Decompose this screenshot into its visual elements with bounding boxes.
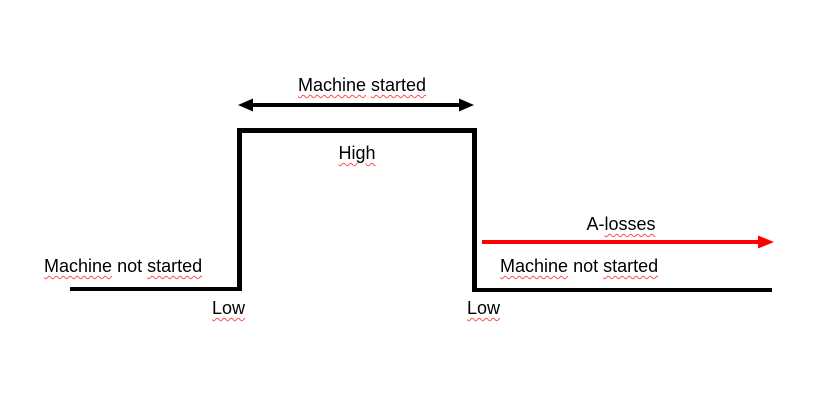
- machine-not-started-right-label: Machine not started: [500, 255, 658, 277]
- machine-started-label: Machine started: [250, 74, 474, 96]
- low-left-label: Low: [212, 297, 245, 319]
- mns-right-word-2: not: [573, 256, 599, 276]
- signal-low-line-right: [472, 288, 772, 292]
- machine-started-word-2: started: [371, 75, 427, 95]
- a-losses-arrow-icon: [482, 235, 774, 249]
- mns-right-word-3: started: [603, 256, 659, 276]
- high-word: High: [338, 143, 376, 163]
- a-losses-label: A-losses: [521, 213, 721, 235]
- machine-not-started-left-label: Machine not started: [44, 255, 202, 277]
- mns-left-word-2: not: [117, 256, 143, 276]
- low-right-label: Low: [467, 297, 500, 319]
- signal-low-line-left: [70, 287, 242, 291]
- signal-rising-edge: [237, 128, 242, 291]
- a-losses-word: losses: [604, 214, 656, 234]
- machine-started-double-arrow-icon: [238, 98, 474, 112]
- mns-left-word-1: Machine: [44, 256, 113, 276]
- signal-falling-edge: [472, 128, 477, 291]
- low-right-word: Low: [467, 298, 501, 318]
- mns-left-word-3: started: [147, 256, 203, 276]
- signal-high-line: [237, 128, 477, 133]
- mns-right-word-1: Machine: [500, 256, 569, 276]
- machine-started-word-1: Machine: [297, 75, 366, 95]
- high-label: High: [297, 142, 417, 164]
- low-left-word: Low: [212, 298, 246, 318]
- a-losses-prefix: A-: [586, 214, 605, 234]
